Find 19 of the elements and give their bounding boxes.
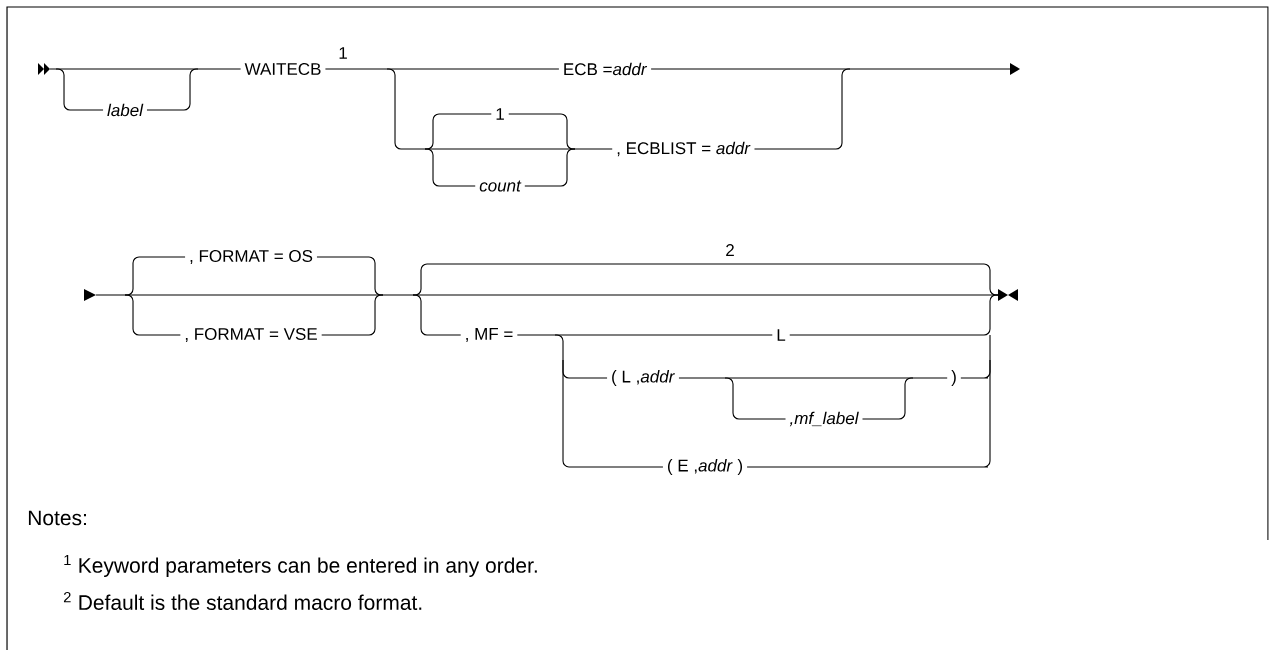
syntax-token: , ECBLIST = addr xyxy=(612,137,755,161)
syntax-token: , FORMAT = OS xyxy=(185,245,317,268)
syntax-token: ( L ,addr xyxy=(607,366,679,390)
syntax-token: , MF = xyxy=(460,324,518,346)
syntax-token: L xyxy=(772,325,790,345)
footnote-reference: 1 xyxy=(334,43,352,63)
syntax-token: ,mf_label xyxy=(785,407,863,431)
syntax-token: 1 xyxy=(491,104,509,124)
footnote: $^{2}$ Default is the standard macro format. xyxy=(63,592,422,610)
syntax-token: ) xyxy=(947,366,961,390)
syntax-token: ( E ,addr ) xyxy=(662,455,748,479)
footnote: $^{1}$ Keyword parameters can be entered in any order. xyxy=(64,555,537,577)
notes-heading: Notes: xyxy=(28,510,86,526)
syntax-token: count xyxy=(475,176,525,196)
syntax-token: , FORMAT = VSE xyxy=(180,323,322,346)
syntax-token: WAITECB xyxy=(240,59,326,79)
syntax-token: label xyxy=(103,99,147,121)
footnote-reference: 2 xyxy=(721,240,739,260)
syntax-token: ECB =addr xyxy=(558,58,652,80)
